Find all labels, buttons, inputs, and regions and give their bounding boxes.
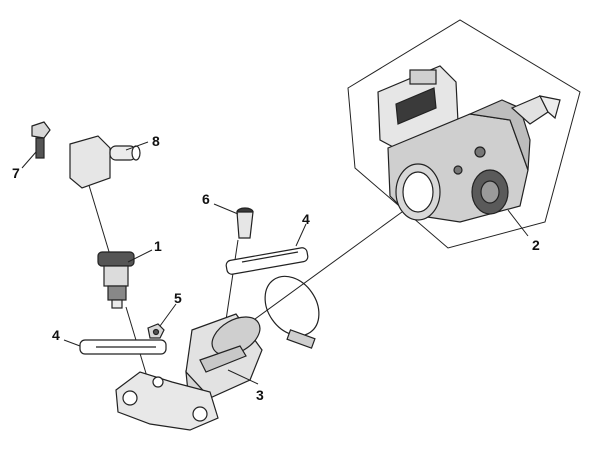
fuel-injector: [97, 251, 135, 309]
callout-3: 3: [256, 387, 264, 403]
nut: [147, 323, 165, 339]
callout-5: 5: [174, 290, 182, 306]
callout-2: 2: [532, 237, 540, 253]
throttle-body-boundary: [347, 19, 581, 249]
vacuum-cap: [236, 207, 254, 239]
throttle-body: [377, 65, 561, 223]
manifold-flange: [115, 371, 219, 431]
callout-4-upper: 4: [302, 211, 310, 227]
callout-leaders: [21, 141, 529, 385]
hose-clamp: [264, 275, 320, 349]
bolt: [31, 121, 51, 159]
callout-4-lower: 4: [52, 327, 60, 343]
leader-throttle-to-intake: [239, 211, 403, 331]
clip-lower: [79, 339, 167, 355]
callout-7: 7: [12, 165, 20, 181]
callout-1: 1: [154, 238, 162, 254]
clip-upper: [225, 247, 309, 275]
callout-8: 8: [152, 133, 160, 149]
fuel-rail-connector: [69, 135, 141, 189]
callout-6: 6: [202, 191, 210, 207]
leader-8-to-1: [87, 181, 111, 256]
